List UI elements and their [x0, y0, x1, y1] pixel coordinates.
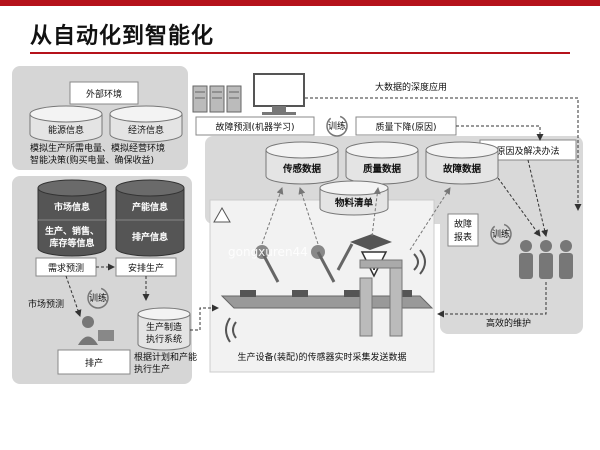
economic-info-label: 经济信息 — [128, 124, 164, 136]
fault-data-label: 故障数据 — [443, 163, 482, 175]
arrow-quality-to-cause — [456, 125, 544, 141]
sensor-data-label: 传感数据 — [282, 163, 322, 175]
train-label-right: 训练 — [492, 228, 510, 240]
external-env-label: 外部环境 — [86, 88, 122, 100]
quality-drop-label: 质量下降(原因) — [375, 121, 436, 133]
plan-exec-label-1: 根据计划和产能 — [134, 351, 197, 363]
market-forecast-label: 市场预测 — [28, 298, 64, 310]
fault-report-label-1: 故障 — [454, 218, 472, 230]
sensor-wave-icons — [225, 249, 426, 343]
simulation-text-line2: 智能决策(购买电量、确保收益) — [30, 154, 154, 166]
conveyor-belt — [220, 290, 434, 309]
planner-person-icon — [78, 316, 114, 345]
external-env-box — [69, 81, 139, 105]
plan-exec-label-2: 执行生产 — [134, 363, 170, 375]
sensor-caption: 生产设备(装配)的传感器实时采集发送数据 — [237, 351, 406, 363]
big-data-label: 大数据的深度应用 — [375, 81, 447, 93]
server-rack-icon — [192, 85, 242, 113]
arrange-production-label: 安排生产 — [128, 262, 164, 274]
economic-info-db: 经济信息 — [109, 105, 183, 143]
cause-solution-label: 原因及解决办法 — [496, 145, 559, 157]
scheduling-label: 排产 — [85, 357, 103, 369]
arrow-floor-to-quality — [371, 187, 381, 237]
train-cycle-icon — [87, 287, 109, 309]
fault-report-label-2: 报表 — [454, 231, 472, 243]
train-label-top: 训练 — [328, 120, 346, 132]
arrow-mes-to-floor — [190, 304, 219, 331]
maintenance-team-icon — [519, 240, 573, 279]
mes-label-2: 执行系统 — [146, 333, 182, 345]
production-info-label: 产能信息 — [132, 201, 168, 213]
efficient-maint-label: 高效的维护 — [486, 317, 531, 329]
production-info-db: 产能信息 排产信息 — [115, 179, 185, 257]
demand-forecast-label: 需求预测 — [48, 262, 84, 274]
simulation-text-line1: 模拟生产所需电量、模拟经营环境 — [30, 142, 165, 154]
title-underline — [30, 52, 570, 54]
warning-icon-small — [213, 206, 231, 223]
page-title: 从自动化到智能化 — [30, 24, 215, 49]
fault-report-box — [447, 213, 479, 247]
train-cycle-icon-right — [490, 223, 512, 245]
fault-prediction-box — [195, 116, 315, 136]
monitor-icon — [253, 73, 305, 115]
bom-db: 物料清单 — [319, 180, 389, 216]
quality-data-db: 质量数据 — [345, 141, 419, 185]
arrow-demand-to-planner — [65, 275, 82, 317]
top-accent-bar — [0, 0, 600, 6]
fault-data-db: 故障数据 — [425, 141, 499, 185]
sales-info-label-1: 生产、销售、 — [45, 225, 99, 237]
robot-arm-icons — [255, 234, 392, 283]
arrow-cause-to-team — [527, 159, 549, 237]
sensor-data-db: 传感数据 — [265, 141, 339, 185]
watermark-text: gongxuren44 — [228, 245, 308, 259]
mes-db: 生产制造 执行系统 — [137, 307, 191, 351]
arrow-faultdata-to-team — [497, 177, 541, 237]
energy-info-label: 能源信息 — [48, 124, 84, 136]
fault-prediction-label: 故障预测(机器学习) — [215, 121, 294, 133]
market-info-db: 市场信息 生产、销售、 库存等信息 — [37, 179, 107, 257]
train-label-left: 训练 — [89, 292, 107, 304]
arrow-floor-to-fault — [409, 187, 451, 251]
mes-label-1: 生产制造 — [146, 321, 182, 333]
schedule-info-label: 排产信息 — [132, 231, 168, 243]
quality-data-label: 质量数据 — [363, 163, 402, 175]
bom-label: 物料清单 — [335, 197, 374, 209]
sales-info-label-2: 库存等信息 — [49, 237, 94, 249]
scheduling-box — [57, 349, 131, 375]
train-cycle-icon-top — [326, 115, 348, 137]
arrow-big-data — [305, 97, 582, 211]
market-info-label: 市场信息 — [54, 201, 90, 213]
pipe-machinery — [359, 259, 403, 337]
arrow-team-to-floor — [437, 282, 547, 318]
energy-info-db: 能源信息 — [29, 105, 103, 143]
